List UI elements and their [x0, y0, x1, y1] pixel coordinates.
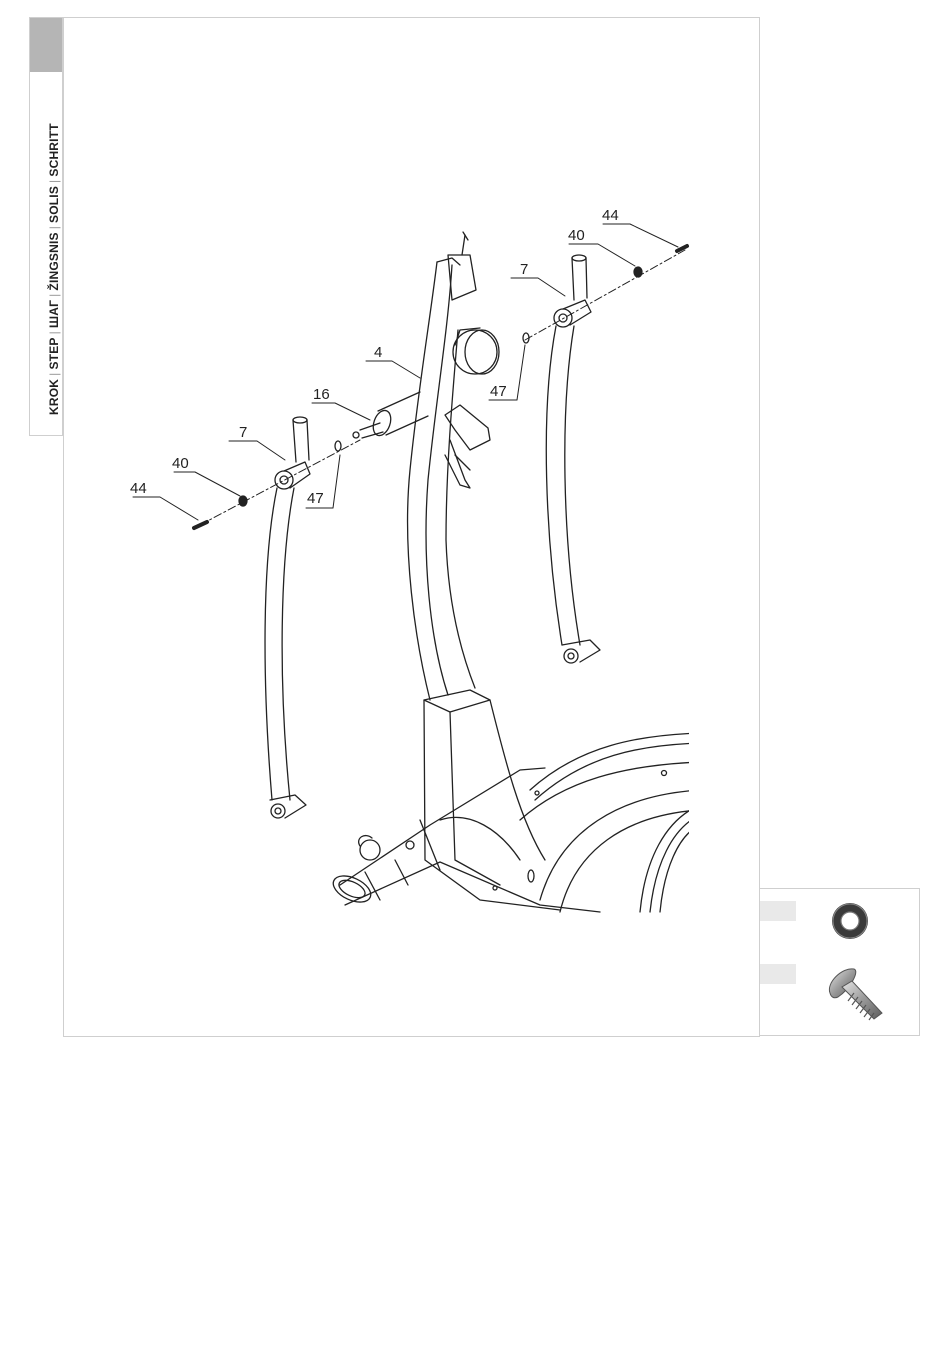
part-quantity-placeholder [760, 901, 796, 921]
hardware-parts-box [759, 888, 920, 1036]
step-tab-header [30, 18, 62, 72]
step-separator: | [47, 177, 61, 186]
washer-icon [826, 899, 872, 945]
step-label-shag: ШАГ [47, 300, 61, 328]
assembly-diagram-frame [63, 17, 760, 1037]
step-label-krok: KROK [47, 379, 61, 415]
part-quantity-placeholder [760, 964, 796, 984]
step-label-solis: SOLIS [47, 186, 61, 223]
step-label-step: STEP [47, 337, 61, 369]
step-tab: KROK|STEP|ШАГ|ŽINGSNIS|SOLIS|SCHRITT [29, 17, 63, 436]
carriage-bolt-icon [824, 963, 890, 1027]
step-separator: | [47, 223, 61, 232]
step-label-schritt: SCHRITT [47, 123, 61, 176]
step-separator: | [47, 370, 61, 379]
step-separator: | [47, 328, 61, 337]
step-label-zingsnis: ŽINGSNIS [47, 232, 61, 290]
step-tab-label: KROK|STEP|ШАГ|ŽINGSNIS|SOLIS|SCHRITT [47, 123, 61, 415]
step-separator: | [47, 291, 61, 300]
